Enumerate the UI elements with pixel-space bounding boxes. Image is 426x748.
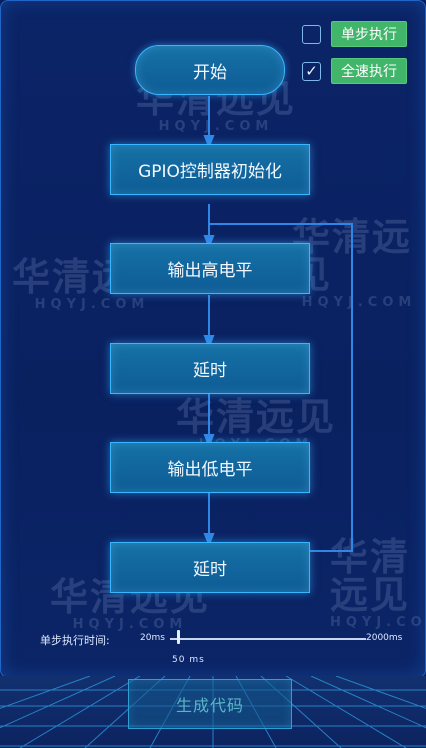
watermark-domain: HQYJ.COM — [330, 615, 426, 630]
flow-node-output-low[interactable]: 输出低电平 — [110, 442, 310, 493]
slider-min-label: 20ms — [140, 633, 165, 643]
full-speed-checkbox[interactable]: ✓ — [302, 61, 321, 81]
flow-node-output-high[interactable]: 输出高电平 — [110, 243, 310, 294]
loop-back-connector — [209, 223, 353, 552]
step-time-slider-thumb[interactable] — [177, 630, 180, 644]
slider-max-label: 2000ms — [366, 633, 403, 643]
flow-connectors — [203, 96, 353, 552]
step-time-slider-track[interactable] — [170, 638, 366, 640]
node-label: 延时 — [193, 560, 227, 580]
node-label: 延时 — [193, 361, 227, 381]
step-time-label: 单步执行时间: — [40, 634, 110, 647]
flow-node-start[interactable]: 开始 — [135, 45, 285, 95]
generate-code-button[interactable]: 生成代码 — [128, 679, 292, 729]
watermark-domain: HQYJ.COM — [158, 119, 274, 134]
node-label: 输出低电平 — [167, 460, 253, 480]
single-step-mode: 单步执行 — [302, 21, 407, 47]
single-step-button[interactable]: 单步执行 — [331, 21, 407, 47]
node-label: 输出高电平 — [167, 261, 253, 281]
slider-value-readout: 50 ms — [172, 655, 205, 665]
node-label: GPIO控制器初始化 — [138, 162, 282, 182]
node-label: 开始 — [193, 62, 227, 83]
watermark-brand: 华清远见 — [330, 535, 411, 617]
watermark-domain: HQYJ.COM — [72, 617, 188, 632]
watermark-brand: 华清远见 — [176, 395, 337, 439]
flow-node-gpio-init[interactable]: GPIO控制器初始化 — [110, 144, 310, 195]
watermark-domain: HQYJ.COM — [34, 297, 150, 312]
watermark: 华清远见 HQYJ.COM — [330, 538, 426, 629]
flow-node-delay-2[interactable]: 延时 — [110, 542, 310, 593]
single-step-checkbox[interactable] — [302, 24, 321, 44]
watermark-domain: HQYJ.COM — [301, 295, 417, 310]
flow-node-delay-1[interactable]: 延时 — [110, 343, 310, 394]
full-speed-button[interactable]: 全速执行 — [331, 58, 407, 84]
full-speed-mode: ✓ 全速执行 — [302, 58, 407, 84]
